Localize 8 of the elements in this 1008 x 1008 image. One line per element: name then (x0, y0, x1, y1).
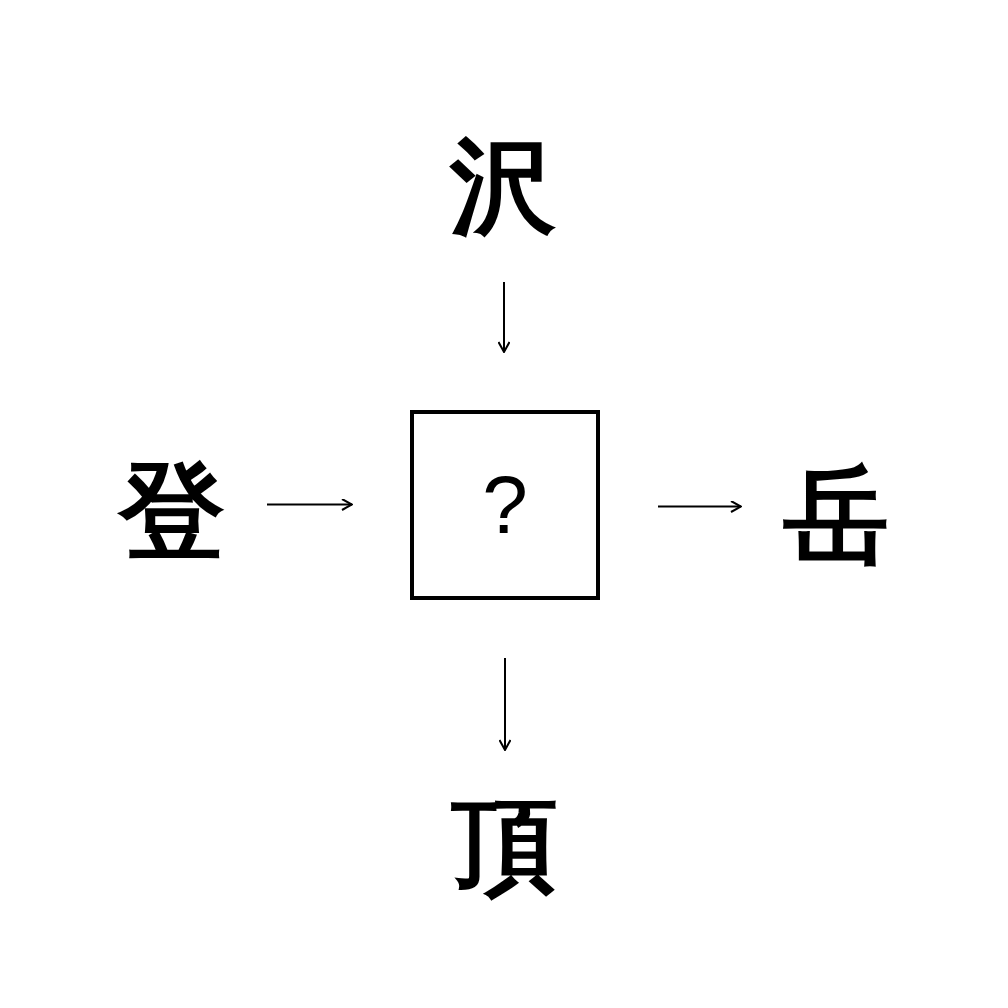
kanji-label: 岳 (783, 463, 889, 569)
arrow (497, 281, 511, 353)
arrow (266, 498, 353, 511)
kanji-label: 登 (119, 459, 225, 565)
arrow (657, 500, 742, 513)
question-box: ? (410, 410, 600, 600)
kanji-label: 沢 (450, 134, 556, 240)
arrow (498, 657, 512, 751)
